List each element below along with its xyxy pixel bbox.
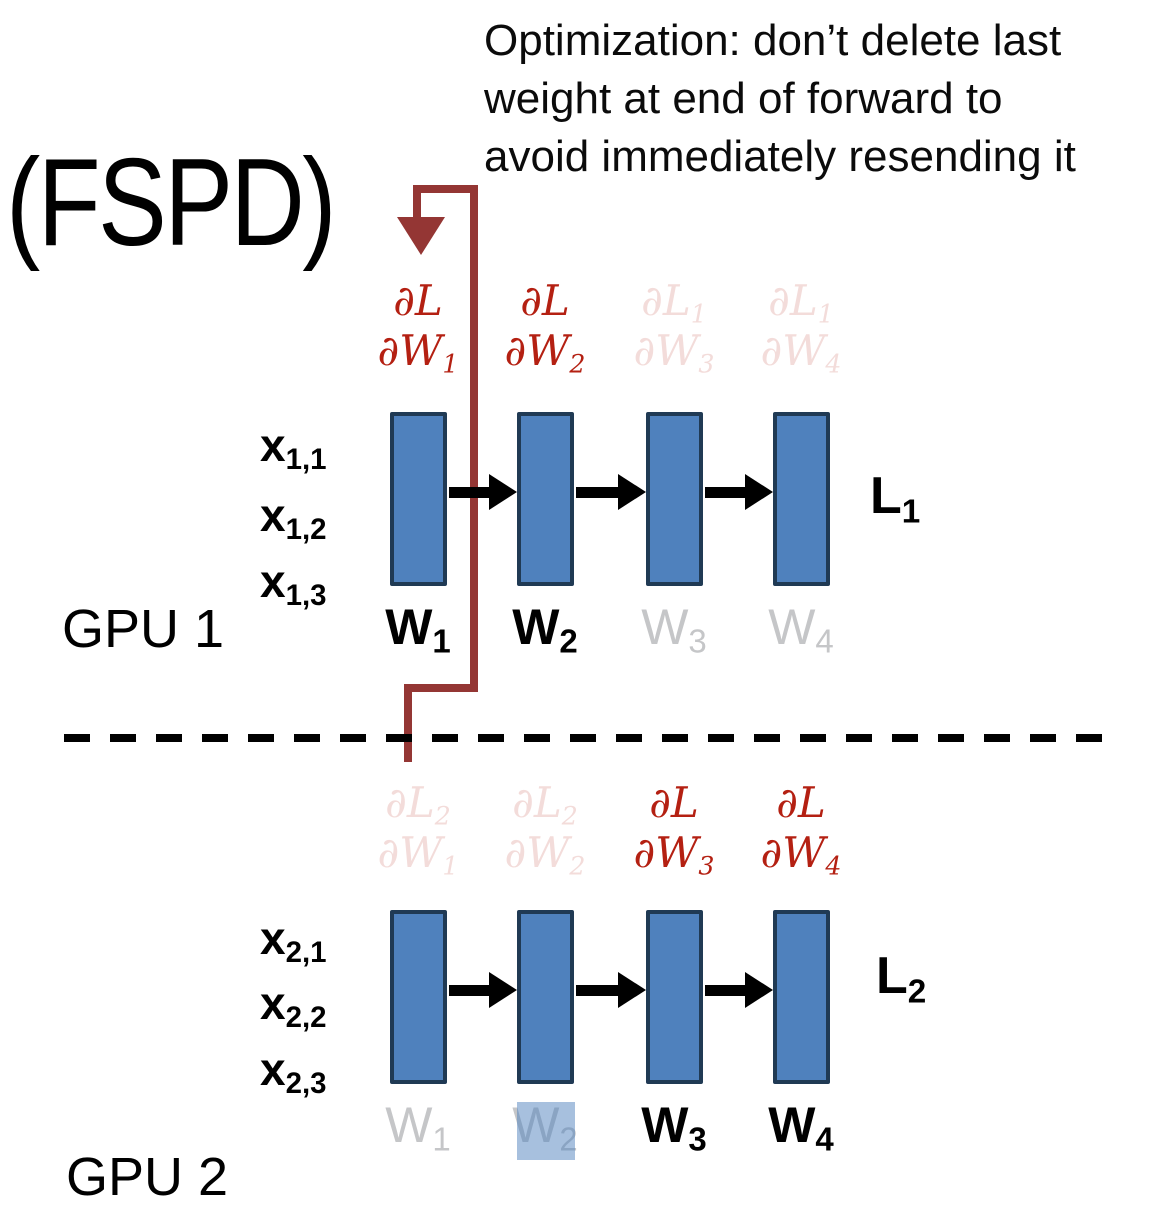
forward-arrow-icon bbox=[576, 972, 646, 1008]
gradient-numerator-sub: 1 bbox=[690, 299, 707, 329]
gradient-denominator: ∂W bbox=[633, 326, 699, 375]
layer-rect-gpu2-w1 bbox=[390, 910, 447, 1084]
gradient-numerator: ∂L bbox=[520, 276, 570, 325]
gradient-numerator: ∂L bbox=[649, 778, 699, 827]
gradient-denominator: ∂W bbox=[377, 828, 443, 877]
gradient-gpu2-dL2-dW1: ∂L2 ∂W1 bbox=[360, 778, 476, 881]
gradient-gpu2-dL-dW4: ∂L ∂W4 bbox=[743, 778, 859, 881]
gradient-denominator: ∂W bbox=[633, 828, 699, 877]
input-label-gpu2-x23: x2,3 bbox=[260, 1043, 327, 1101]
resend-arrow-left-stub bbox=[413, 185, 421, 219]
input-label-gpu2-x21: x2,1 bbox=[260, 912, 327, 970]
optimization-note-line-2: weight at end of forward to bbox=[484, 74, 1003, 123]
gpu-divider-dashed bbox=[64, 734, 1104, 742]
gpu1-label: GPU 1 bbox=[62, 599, 225, 659]
layer-rect-gpu1-w3 bbox=[646, 412, 703, 586]
weight-label-gpu1-w4: W4 bbox=[768, 599, 834, 660]
loss-label-gpu1: L1 bbox=[870, 467, 921, 531]
resend-arrow-top-segment bbox=[413, 185, 478, 193]
gradient-numerator: ∂L bbox=[768, 276, 818, 325]
layer-rect-gpu1-w2 bbox=[517, 412, 574, 586]
gradient-denominator-sub: 3 bbox=[698, 851, 715, 881]
input-label-gpu1-x13: x1,3 bbox=[260, 555, 327, 613]
forward-arrow-icon bbox=[576, 474, 646, 510]
weight-label-gpu2-w3: W3 bbox=[641, 1097, 707, 1158]
gradient-denominator-sub: 2 bbox=[569, 851, 586, 881]
weight-label-gpu1-w3: W3 bbox=[641, 599, 707, 660]
gradient-gpu2-dL-dW3: ∂L ∂W3 bbox=[616, 778, 732, 881]
gradient-denominator: ∂W bbox=[760, 828, 826, 877]
input-label-gpu1-x12: x1,2 bbox=[260, 489, 327, 547]
gradient-denominator-sub: 2 bbox=[569, 349, 586, 379]
gradient-numerator: ∂L bbox=[385, 778, 435, 827]
input-label-gpu1-x11: x1,1 bbox=[260, 419, 327, 477]
resend-arrow-jog-segment bbox=[404, 684, 478, 692]
gradient-gpu1-dL-dW1: ∂L ∂W1 bbox=[360, 276, 476, 379]
input-label-gpu2-x22: x2,2 bbox=[260, 977, 327, 1035]
gradient-numerator: ∂L bbox=[393, 276, 443, 325]
forward-arrow-icon bbox=[449, 474, 517, 510]
weight-label-gpu1-w1: W1 bbox=[385, 599, 451, 660]
gradient-gpu2-dL2-dW2: ∂L2 ∂W2 bbox=[487, 778, 603, 881]
gpu2-label: GPU 2 bbox=[66, 1147, 229, 1207]
forward-arrow-icon bbox=[449, 972, 517, 1008]
gradient-denominator-sub: 4 bbox=[825, 851, 842, 881]
gradient-denominator: ∂W bbox=[504, 326, 570, 375]
gradient-denominator-sub: 4 bbox=[825, 349, 842, 379]
gradient-denominator: ∂W bbox=[760, 326, 826, 375]
gradient-denominator: ∂W bbox=[504, 828, 570, 877]
gradient-denominator-sub: 3 bbox=[698, 349, 715, 379]
gradient-numerator: ∂L bbox=[776, 778, 826, 827]
optimization-note-line-1: Optimization: don’t delete last bbox=[484, 16, 1062, 65]
gradient-numerator-sub: 1 bbox=[817, 299, 834, 329]
weight-label-gpu1-w2: W2 bbox=[512, 599, 578, 660]
resend-arrow-lower-segment bbox=[404, 684, 412, 762]
gradient-denominator-sub: 1 bbox=[442, 851, 459, 881]
layer-rect-gpu2-w2 bbox=[517, 910, 574, 1084]
layer-rect-gpu2-w4 bbox=[773, 910, 830, 1084]
gradient-denominator: ∂W bbox=[377, 326, 443, 375]
loss-label-gpu2: L2 bbox=[876, 947, 927, 1011]
forward-arrow-icon bbox=[705, 972, 773, 1008]
resend-arrow-vertical-segment bbox=[470, 185, 478, 688]
gradient-numerator-sub: 2 bbox=[561, 801, 578, 831]
gradient-gpu1-dL1-dW4: ∂L1 ∂W4 bbox=[743, 276, 859, 379]
w2-prefetch-highlight bbox=[517, 1102, 575, 1160]
layer-rect-gpu1-w4 bbox=[773, 412, 830, 586]
gradient-denominator-sub: 1 bbox=[442, 349, 459, 379]
layer-rect-gpu1-w1 bbox=[390, 412, 447, 586]
resend-arrowhead-down-icon bbox=[397, 217, 445, 255]
layer-rect-gpu2-w3 bbox=[646, 910, 703, 1084]
optimization-note-line-3: avoid immediately resending it bbox=[484, 132, 1076, 181]
weight-label-gpu2-w4: W4 bbox=[768, 1097, 834, 1158]
gradient-numerator-sub: 2 bbox=[434, 801, 451, 831]
gradient-numerator: ∂L bbox=[641, 276, 691, 325]
gradient-numerator: ∂L bbox=[512, 778, 562, 827]
weight-label-gpu2-w1: W1 bbox=[385, 1097, 451, 1158]
optimization-note: Optimization: don’t delete last weight a… bbox=[484, 12, 1076, 186]
gradient-gpu1-dL-dW2: ∂L ∂W2 bbox=[487, 276, 603, 379]
gradient-gpu1-dL1-dW3: ∂L1 ∂W3 bbox=[616, 276, 732, 379]
forward-arrow-icon bbox=[705, 474, 773, 510]
fspd-title: (FSPD) bbox=[6, 134, 337, 272]
